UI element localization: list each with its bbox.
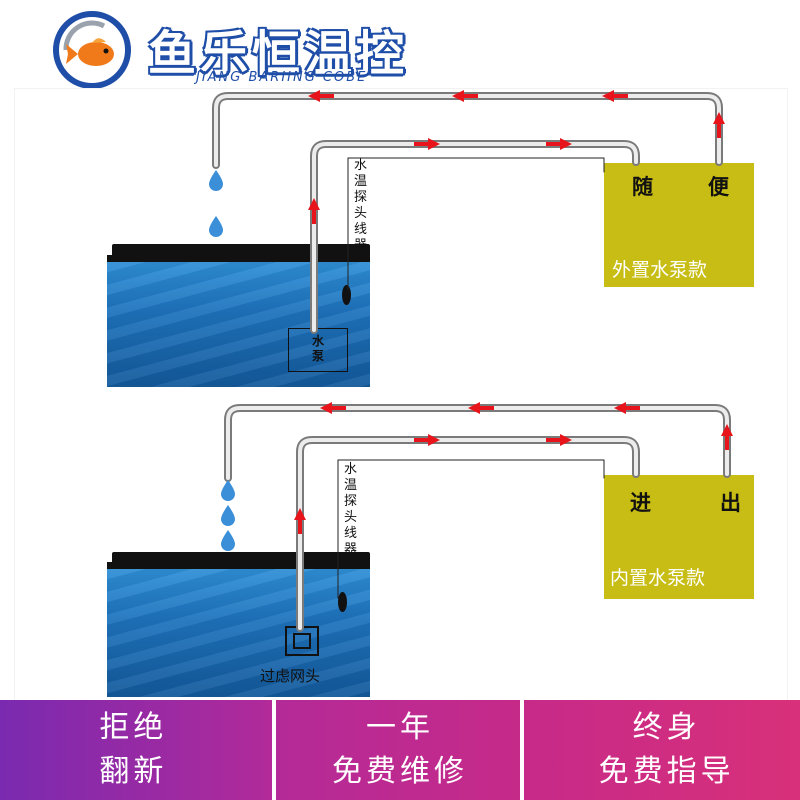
water-drop-icon — [209, 170, 223, 191]
water-drop-icon — [221, 505, 235, 526]
flow-arrow-icon — [602, 90, 628, 102]
flow-arrow-icon — [468, 402, 494, 414]
water-drop-icon — [221, 530, 235, 551]
unit-model-label: 外置水泵款 — [612, 259, 708, 281]
unit-char-right: 便 — [708, 174, 729, 199]
unit-char-left: 进 — [630, 490, 651, 515]
external-pump-unit: 随 便 外置水泵款 — [604, 163, 754, 287]
banner-line: 免费指导 — [598, 754, 735, 789]
sensor-wire-label: 水温探头线器 — [354, 158, 368, 253]
flow-arrow-icon — [308, 198, 320, 224]
unit-model-label: 内置水泵款 — [610, 567, 706, 589]
banner-line: 拒绝 — [99, 710, 168, 745]
banner-cell: 拒绝 翻新 — [0, 700, 267, 800]
temperature-probe-icon — [342, 285, 351, 305]
outflow-pipe-top — [212, 92, 723, 169]
flow-arrow-icon — [294, 508, 306, 534]
flow-arrow-icon — [721, 424, 733, 450]
flow-arrow-icon — [308, 90, 334, 102]
flow-arrow-icon — [414, 434, 440, 446]
filter-inner-icon — [293, 633, 311, 649]
flow-arrow-icon — [546, 434, 572, 446]
flow-arrow-icon — [414, 138, 440, 150]
intake-pipe-top — [310, 140, 640, 334]
banner-divider — [520, 700, 524, 800]
flow-arrow-icon — [546, 138, 572, 150]
tank-rim-top — [112, 244, 370, 258]
brand-title: 鱼乐恒温控 — [148, 26, 409, 82]
flow-arrow-icon — [320, 402, 346, 414]
brand-subtitle: JIANG BARIING COBE — [196, 70, 368, 85]
flow-arrow-icon — [713, 112, 725, 138]
sensor-wire-bottom — [337, 459, 605, 599]
water-drop-icon — [209, 216, 223, 237]
flow-arrow-icon — [452, 90, 478, 102]
banner-divider — [272, 700, 276, 800]
flow-arrow-icon — [614, 402, 640, 414]
banner-line: 一年 — [366, 710, 434, 745]
promo-banner: 拒绝 翻新 一年 免费维修 终身 免费指导 — [0, 700, 800, 800]
banner-line: 翻新 — [99, 754, 168, 789]
sensor-wire-label: 水温探头线器 — [344, 462, 358, 557]
pump-label: 水 泵 — [311, 334, 324, 363]
banner-line: 终身 — [632, 710, 701, 745]
banner-cell: 一年 免费维修 — [266, 700, 534, 800]
temperature-probe-icon — [338, 592, 347, 612]
intake-pipe-bottom — [296, 436, 640, 632]
filter-label: 过虑网头 — [260, 667, 321, 685]
internal-pump-unit: 进 出 内置水泵款 — [604, 475, 754, 599]
fish-logo-icon — [53, 11, 131, 89]
banner-cell: 终身 免费指导 — [533, 700, 800, 800]
banner-line: 免费维修 — [332, 754, 468, 789]
aquarium-tank-bottom — [107, 562, 370, 697]
unit-char-left: 随 — [632, 174, 653, 199]
unit-char-right: 出 — [720, 490, 741, 515]
aquarium-tank-top — [107, 255, 370, 387]
water-drop-icon — [221, 480, 235, 501]
sensor-wire-top — [347, 157, 605, 291]
